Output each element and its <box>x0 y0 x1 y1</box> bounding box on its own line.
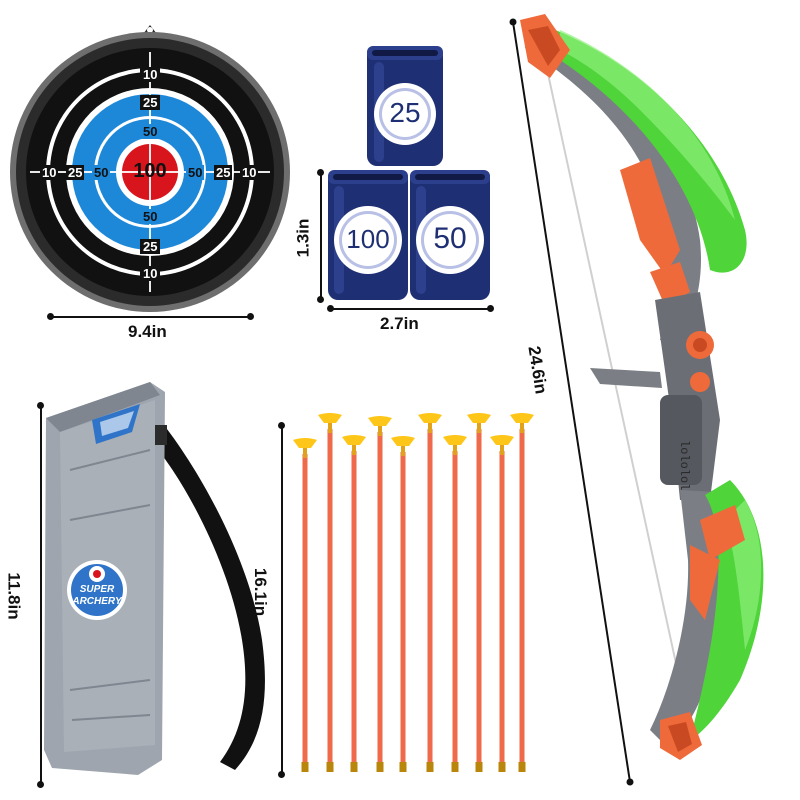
target-label-outer-right: 10 <box>240 165 259 180</box>
target-label-third-bottom: 50 <box>140 209 161 224</box>
arrow <box>391 436 415 772</box>
arrow-length-tick-bottom <box>278 771 285 778</box>
target-label-third-right: 50 <box>186 165 205 180</box>
quiver-height-line <box>40 405 42 785</box>
arrow <box>510 413 534 772</box>
arrow <box>443 435 467 772</box>
cans-height-line <box>320 172 322 300</box>
arrow <box>418 413 442 772</box>
quiver-height-tick-bottom <box>37 781 44 788</box>
arrow <box>368 416 392 772</box>
quiver-logo-line2: ARCHERY <box>72 596 122 607</box>
can-top-label: 25 <box>389 97 421 128</box>
cans-width-tick-right <box>487 305 494 312</box>
target-label-second-top: 25 <box>140 95 161 110</box>
cans-width-tick-left <box>327 305 334 312</box>
target-label-third-left: 50 <box>92 165 111 180</box>
target-label-outer-top: 10 <box>140 67 161 82</box>
target-width-label: 9.4in <box>128 322 167 341</box>
cans-width-label: 2.7in <box>380 314 419 333</box>
arrow-length-tick-top <box>278 422 285 429</box>
arrow <box>467 413 491 772</box>
arrow <box>490 435 514 772</box>
cans-width-line <box>330 308 490 310</box>
quiver-height-tick-top <box>37 402 44 409</box>
arrow <box>293 438 317 772</box>
svg-text:lololol: lololol <box>677 440 691 490</box>
target-label-outer-left: 10 <box>40 165 59 180</box>
arrow-length-line <box>281 425 283 775</box>
quiver-logo-line1: SUPER <box>79 584 115 595</box>
target-label-second-right: 25 <box>214 165 233 180</box>
target-width-line <box>50 316 250 318</box>
target-width-tick-left <box>47 313 54 320</box>
arrow <box>318 413 342 772</box>
target-label-second-left: 25 <box>66 165 85 180</box>
arrow-length-label: 16.1in <box>251 567 271 617</box>
target-label-second-bottom: 25 <box>140 239 161 254</box>
target-label-outer-bottom: 10 <box>140 266 161 281</box>
can-bottom-right-label: 50 <box>433 222 467 255</box>
target-width-tick-right <box>247 313 254 320</box>
target-label-center: 100 <box>133 160 167 182</box>
can-bottom-left-label: 100 <box>346 224 390 254</box>
arrow <box>342 435 366 772</box>
cans-height-tick-bottom <box>317 296 324 303</box>
target-crosshair-v <box>149 52 151 292</box>
cans-height-tick-top <box>317 169 324 176</box>
target-label-third-top: 50 <box>140 124 161 139</box>
